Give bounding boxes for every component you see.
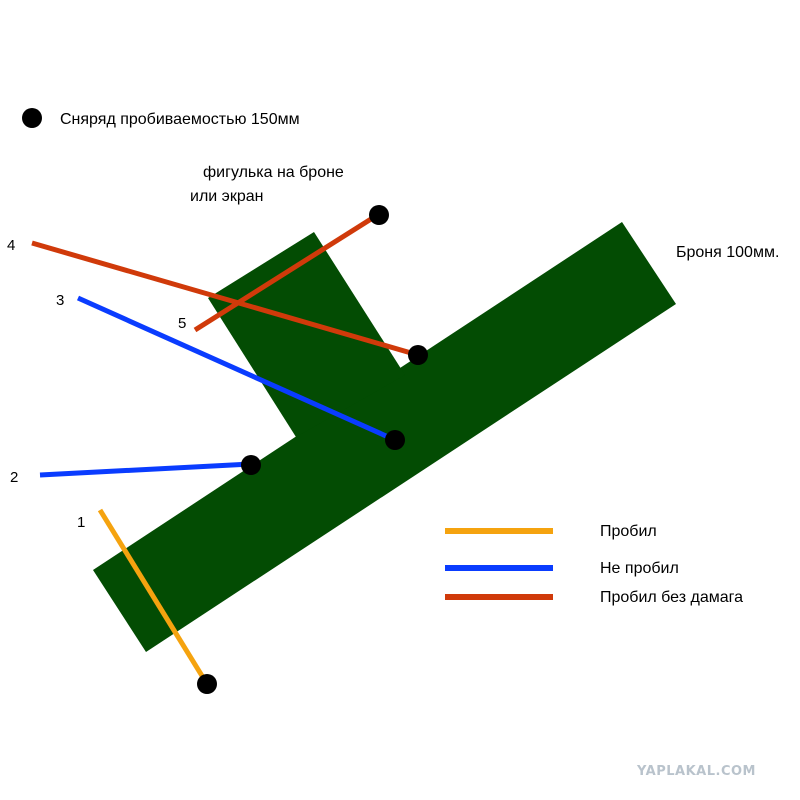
shot-1-shell [197,674,217,694]
shot-5-number: 5 [178,315,186,332]
shot-4-shell [408,345,428,365]
armor-caption: Броня 100мм. [676,244,779,261]
screen-caption-line2: или экран [190,188,263,205]
shot-3-number: 3 [56,292,64,309]
shot-5-shell [369,205,389,225]
shot-5-trajectory [193,211,381,333]
shot-1-number: 1 [77,514,85,531]
shot-3-trajectory [76,295,397,443]
legend-label-penetrated-no-damage: Пробил без дамага [600,589,743,606]
shell-icon [22,108,42,128]
shot-4-number: 4 [7,237,15,254]
watermark: YAPLAKAL.COM [636,764,756,779]
legend-label-not-penetrated: Не пробил [600,560,679,577]
shot-4-trajectory [31,240,419,358]
screen-caption-line1: фигулька на броне [203,164,344,181]
shell-caption: Сняряд пробиваемостью 150мм [60,111,300,128]
shot-2-number: 2 [10,469,18,486]
shot-1-trajectory [97,508,210,686]
shot-3-shell [385,430,405,450]
shot-2-shell [241,455,261,475]
legend: Пробил Не пробил Пробил без дамага [445,523,743,606]
legend-label-penetrated: Пробил [600,523,657,540]
shot-2-trajectory [39,461,252,478]
armor-screen-plate [208,232,405,437]
